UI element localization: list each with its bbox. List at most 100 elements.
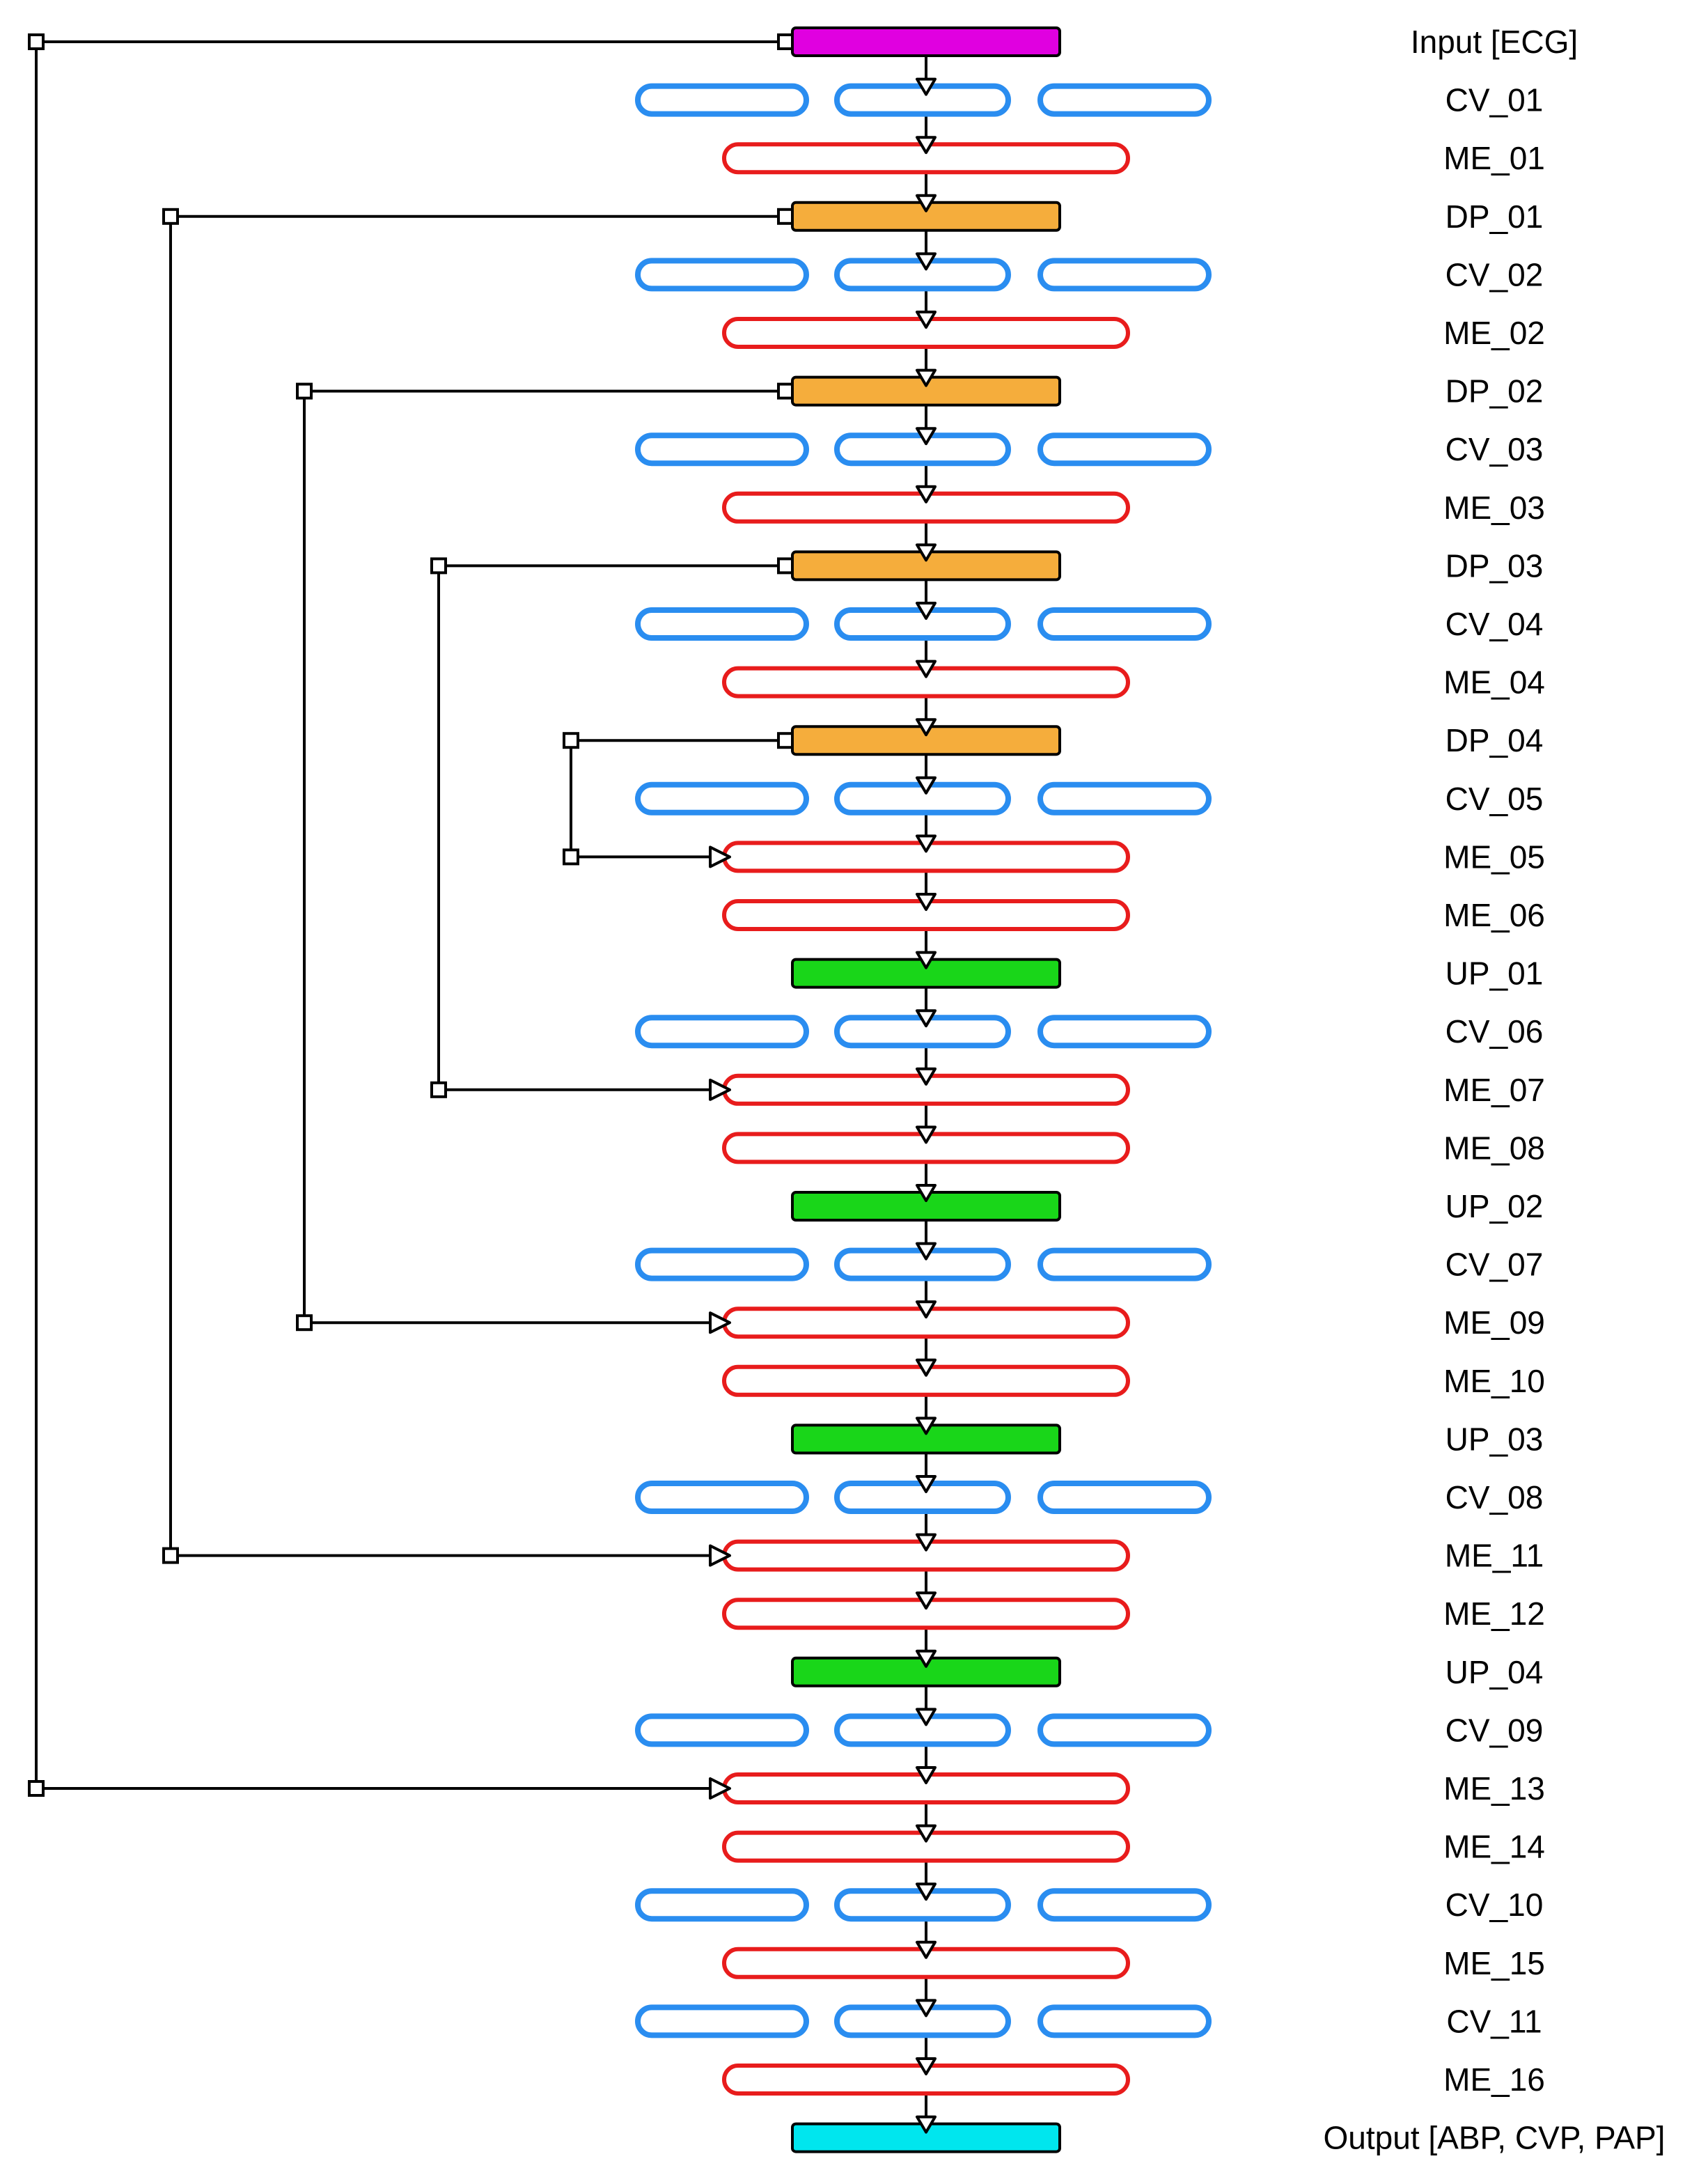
- skip-dp-01-to-me-11-arrowhead: [709, 1544, 731, 1567]
- flow-arrowhead-7: [916, 427, 937, 446]
- flow-arrowhead-1: [916, 77, 937, 96]
- label-me-05: ME_05: [1443, 838, 1545, 875]
- block-cv-08-part-3: [1037, 1481, 1212, 1514]
- label-cv-02: CV_02: [1445, 256, 1544, 292]
- label-me-06: ME_06: [1443, 897, 1545, 933]
- skip-input-ecg-to-me-13-node-2: [28, 1780, 45, 1797]
- label-me-12: ME_12: [1443, 1596, 1545, 1632]
- label-me-10: ME_10: [1443, 1363, 1545, 1399]
- flow-arrowhead-30: [916, 1766, 937, 1784]
- label-me-01: ME_01: [1443, 140, 1545, 176]
- skip-dp-01-to-me-11-node-1: [162, 208, 179, 225]
- flow-arrowhead-27: [916, 1591, 937, 1610]
- block-cv-04-part-1: [635, 607, 809, 641]
- skip-input-ecg-to-me-13-line: [35, 40, 787, 1790]
- arrowheads: [28, 33, 937, 2134]
- label-cv-10: CV_10: [1445, 1887, 1544, 1923]
- block-cv-06-part-3: [1037, 1015, 1212, 1049]
- flow-arrowhead-22: [916, 1300, 937, 1319]
- flow-arrowhead-28: [916, 1649, 937, 1668]
- flow-arrowhead-14: [916, 834, 937, 853]
- block-cv-11-part-3: [1037, 2004, 1212, 2038]
- label-me-08: ME_08: [1443, 1130, 1545, 1166]
- label-cv-05: CV_05: [1445, 781, 1544, 817]
- block-cv-04-part-3: [1037, 607, 1212, 641]
- block-cv-06-part-1: [635, 1015, 809, 1049]
- block-cv-02-part-1: [635, 258, 809, 292]
- flow-arrowhead-18: [916, 1067, 937, 1086]
- skip-dp-02-to-me-09-line: [303, 389, 787, 1325]
- flow-arrowhead-6: [916, 368, 937, 387]
- label-cv-09: CV_09: [1445, 1712, 1544, 1748]
- block-cv-07-part-3: [1037, 1247, 1212, 1281]
- skip-dp-04-to-me-05-node-1: [563, 732, 579, 749]
- skip-dp-04-to-me-05-node-2: [563, 848, 579, 866]
- block-cv-01-part-3: [1037, 83, 1212, 117]
- flow-arrowhead-2: [916, 136, 937, 155]
- flow-arrowhead-29: [916, 1708, 937, 1726]
- skip-dp-03-to-me-07-node-2: [430, 1081, 447, 1098]
- skip-connections: [35, 40, 787, 1790]
- flow-arrowhead-19: [916, 1125, 937, 1144]
- flow-arrowhead-10: [916, 602, 937, 620]
- block-cv-03-part-3: [1037, 432, 1212, 467]
- skip-dp-02-to-me-09-node-3: [777, 382, 794, 400]
- flow-arrowhead-9: [916, 543, 937, 562]
- label-dp-02: DP_02: [1445, 373, 1544, 410]
- block-cv-11-part-1: [635, 2004, 809, 2038]
- label-up-01: UP_01: [1445, 956, 1544, 992]
- skip-dp-04-to-me-05-node-3: [777, 732, 794, 749]
- flow-arrowhead-17: [916, 1009, 937, 1028]
- flow-arrowhead-31: [916, 1824, 937, 1843]
- label-dp-03: DP_03: [1445, 547, 1544, 584]
- block-cv-09-part-3: [1037, 1713, 1212, 1747]
- block-cv-05-part-1: [635, 781, 809, 816]
- skip-input-ecg-to-me-13-arrowhead: [709, 1777, 731, 1800]
- flow-arrowhead-23: [916, 1358, 937, 1377]
- label-up-02: UP_02: [1445, 1188, 1544, 1224]
- block-cv-10-part-1: [635, 1888, 809, 1922]
- label-me-14: ME_14: [1443, 1829, 1545, 1865]
- label-up-03: UP_03: [1445, 1421, 1544, 1457]
- flow-arrowhead-33: [916, 1940, 937, 1959]
- block-input-ecg: [791, 26, 1061, 57]
- flow-arrowhead-25: [916, 1475, 937, 1493]
- block-cv-03-part-1: [635, 432, 809, 467]
- label-cv-04: CV_04: [1445, 606, 1544, 642]
- flow-arrowhead-3: [916, 194, 937, 212]
- label-cv-06: CV_06: [1445, 1013, 1544, 1050]
- label-me-15: ME_15: [1443, 1945, 1545, 1981]
- skip-input-ecg-to-me-13-node-3: [777, 33, 794, 50]
- skip-dp-03-to-me-07-arrowhead: [709, 1078, 731, 1101]
- block-cv-02-part-3: [1037, 258, 1212, 292]
- block-cv-09-part-1: [635, 1713, 809, 1747]
- skip-dp-01-to-me-11-node-3: [777, 208, 794, 225]
- label-cv-11: CV_11: [1446, 2003, 1542, 2039]
- label-cv-08: CV_08: [1445, 1479, 1544, 1515]
- label-cv-03: CV_03: [1445, 431, 1544, 467]
- skip-dp-02-to-me-09-node-2: [296, 1314, 313, 1332]
- label-dp-04: DP_04: [1445, 722, 1544, 758]
- label-me-11: ME_11: [1445, 1538, 1544, 1574]
- skip-dp-01-to-me-11-node-2: [162, 1547, 179, 1564]
- label-dp-01: DP_01: [1445, 198, 1544, 235]
- block-cv-10-part-3: [1037, 1888, 1212, 1922]
- skip-dp-01-to-me-11-line: [169, 214, 787, 1557]
- flow-arrowhead-12: [916, 718, 937, 737]
- flow-arrowhead-8: [916, 485, 937, 504]
- flow-arrowhead-16: [916, 951, 937, 969]
- label-me-13: ME_13: [1443, 1770, 1545, 1807]
- flow-arrowhead-4: [916, 252, 937, 271]
- label-me-03: ME_03: [1443, 490, 1545, 526]
- block-cv-05-part-3: [1037, 781, 1212, 816]
- label-me-16: ME_16: [1443, 2061, 1545, 2098]
- flow-arrowhead-26: [916, 1533, 937, 1552]
- flow-arrowhead-35: [916, 2057, 937, 2075]
- flow-arrowhead-20: [916, 1184, 937, 1202]
- label-cv-07: CV_07: [1445, 1247, 1544, 1283]
- layer-labels: Input [ECG]CV_01ME_01DP_01CV_02ME_02DP_0…: [1324, 24, 1666, 2156]
- flow-arrowhead-5: [916, 311, 937, 329]
- flow-arrowhead-24: [916, 1417, 937, 1435]
- skip-dp-03-to-me-07-node-1: [430, 557, 447, 575]
